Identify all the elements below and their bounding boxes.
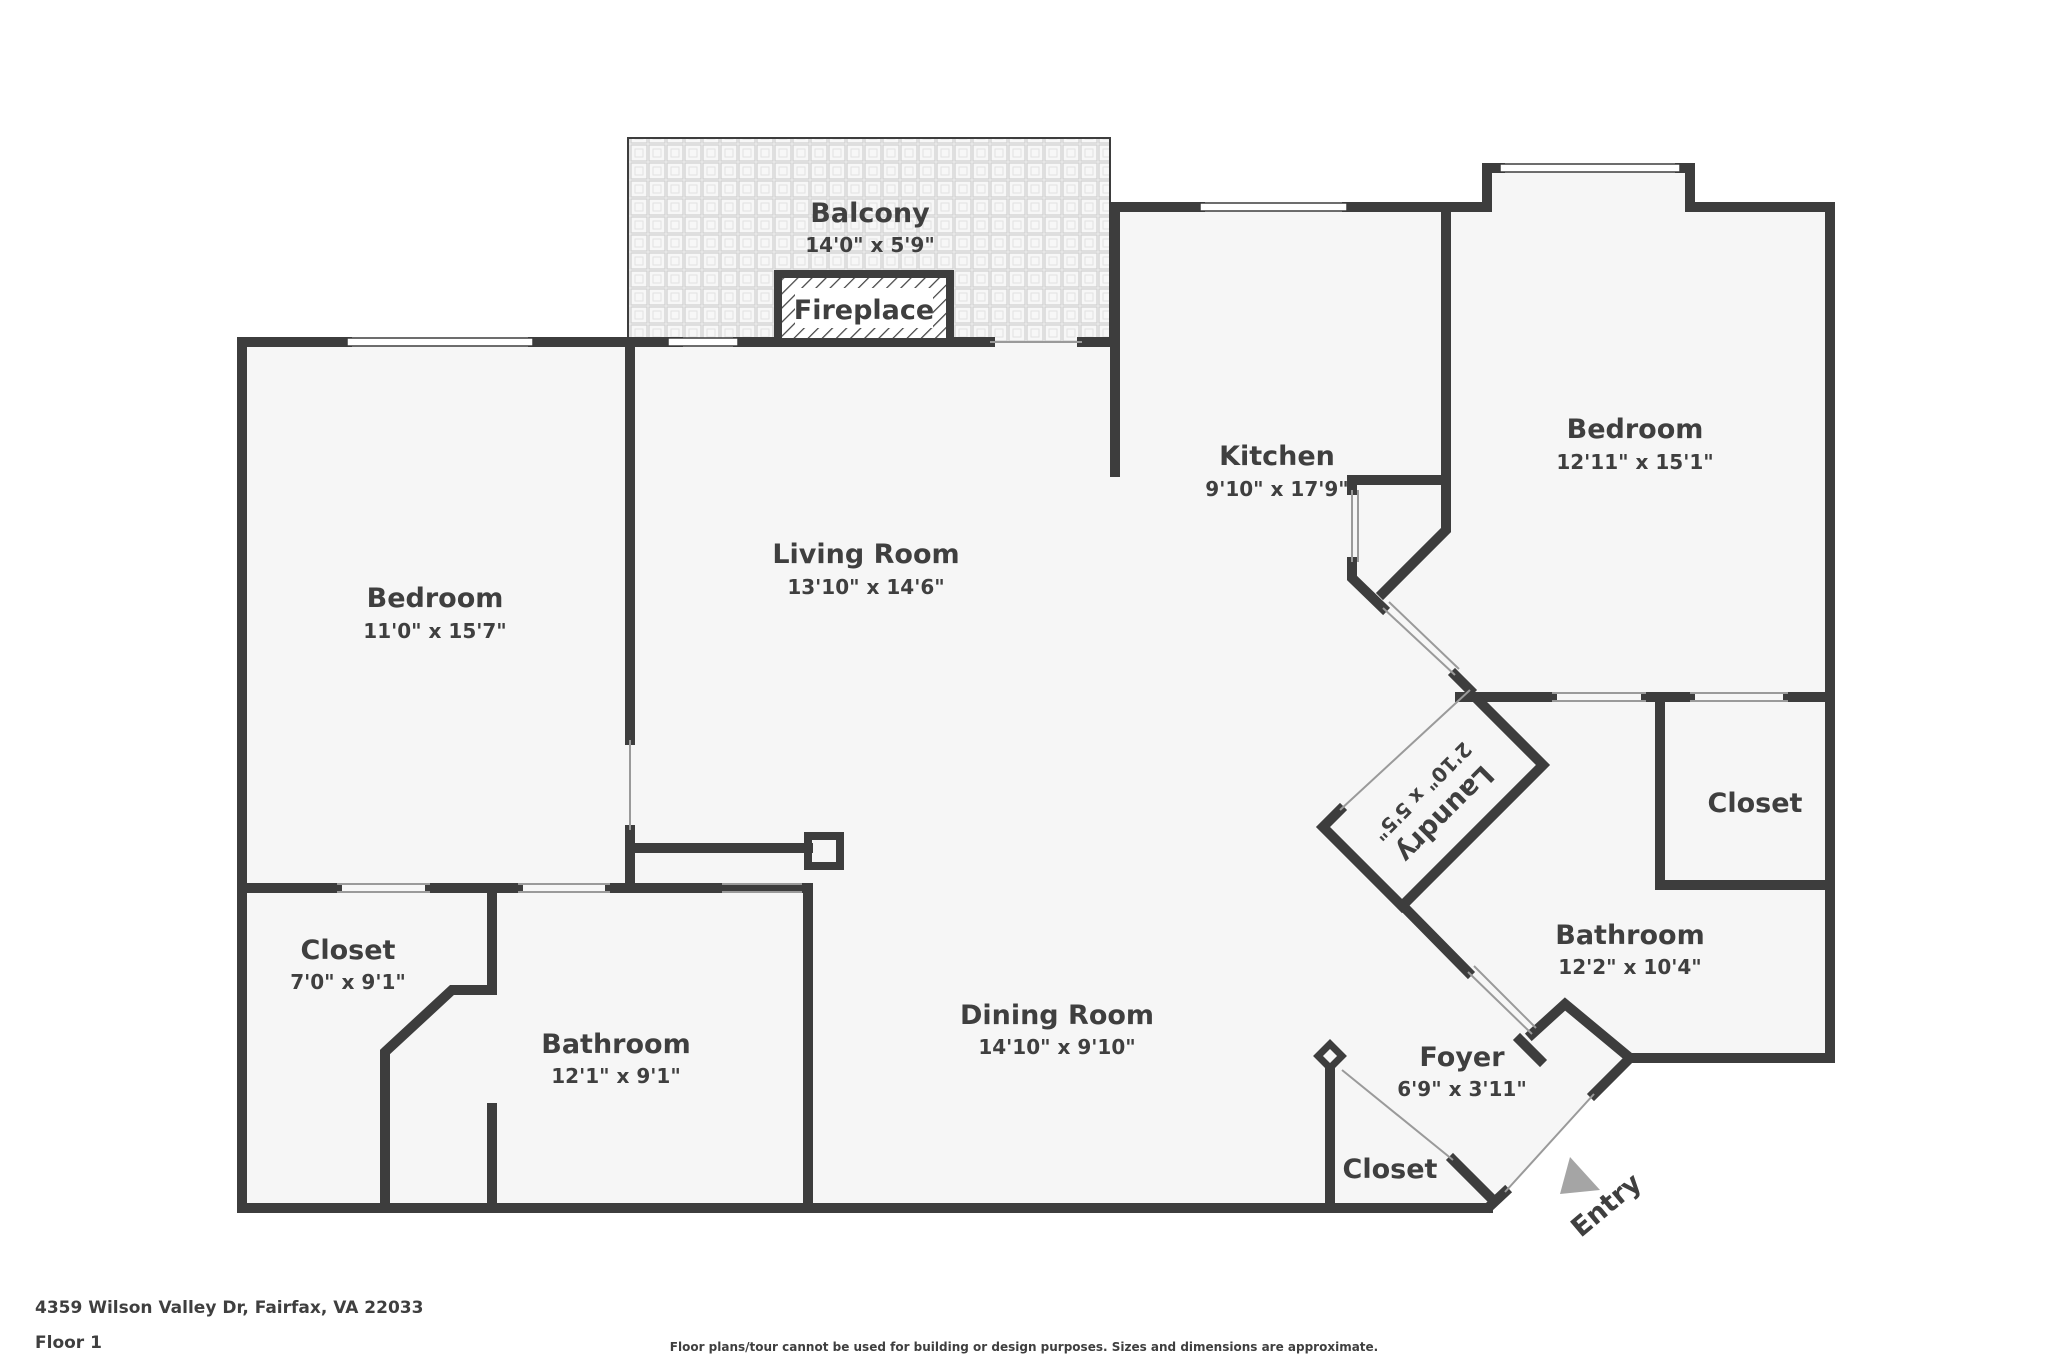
kitchen-name: Kitchen (1219, 441, 1335, 472)
foyer-dims: 6'9" x 3'11" (1397, 1077, 1527, 1101)
walls (237, 163, 1835, 1214)
bathroom-right-name: Bathroom (1555, 920, 1704, 951)
bedroom-left-dims: 11'0" x 15'7" (363, 619, 506, 643)
bedroom-right-dims: 12'11" x 15'1" (1556, 450, 1713, 474)
property-address: 4359 Wilson Valley Dr, Fairfax, VA 22033 (35, 1298, 424, 1318)
closet-foyer-name: Closet (1343, 1154, 1438, 1185)
living-room-dims: 13'10" x 14'6" (787, 575, 944, 599)
closet-left-name: Closet (301, 935, 396, 966)
bedroom-left-name: Bedroom (367, 583, 504, 614)
bathroom-left-dims: 12'1" x 9'1" (551, 1064, 681, 1088)
interior-floor (242, 168, 1830, 1206)
fireplace-label: Fireplace (794, 295, 934, 326)
balcony-name: Balcony (810, 198, 930, 229)
entry-arrow-icon (1560, 1157, 1600, 1194)
windows (346, 163, 1681, 347)
kitchen-dims: 9'10" x 17'9" (1205, 477, 1348, 501)
closet-right-name: Closet (1708, 788, 1803, 819)
bathroom-right-dims: 12'2" x 10'4" (1558, 955, 1701, 979)
bathroom-left-name: Bathroom (541, 1029, 690, 1060)
disclaimer: Floor plans/tour cannot be used for buil… (669, 1340, 1379, 1354)
closet-left-dims: 7'0" x 9'1" (290, 970, 406, 994)
dining-room-name: Dining Room (960, 1000, 1154, 1031)
dining-room-dims: 14'10" x 9'10" (978, 1035, 1135, 1059)
foyer-name: Foyer (1419, 1042, 1505, 1073)
floor-label: Floor 1 (35, 1333, 102, 1353)
living-room-name: Living Room (772, 539, 959, 570)
bedroom-right-name: Bedroom (1567, 414, 1704, 445)
balcony-dims: 14'0" x 5'9" (805, 233, 935, 257)
door-openings (337, 341, 1788, 1193)
